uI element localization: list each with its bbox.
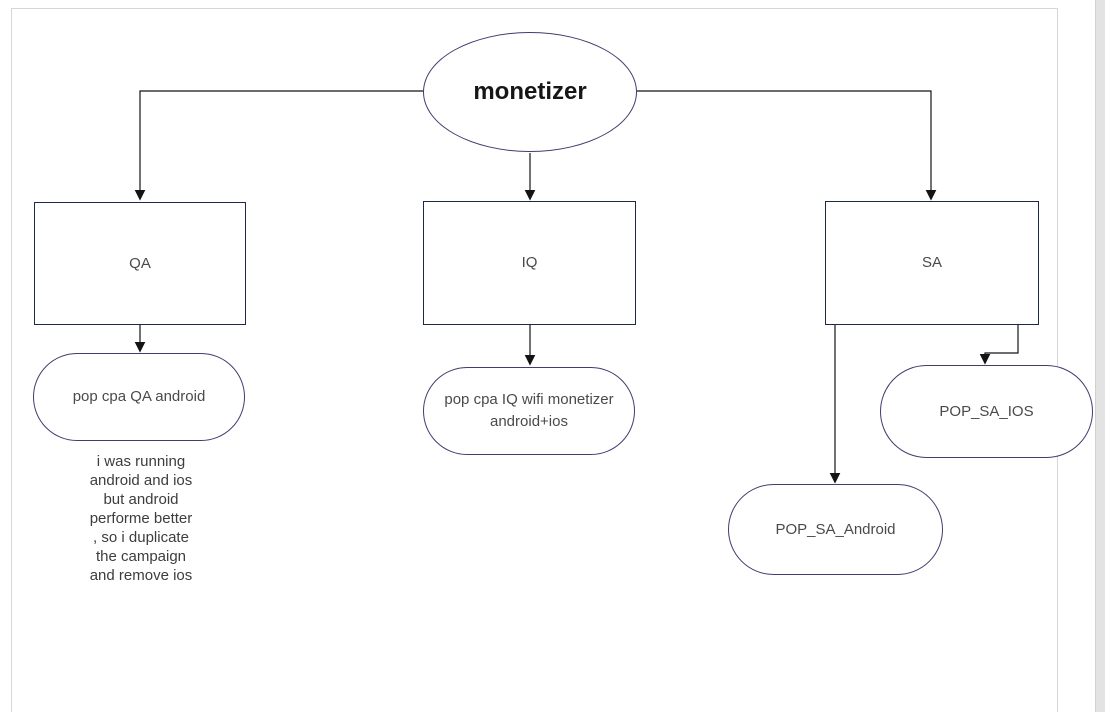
node-pop-cpa-qa-android[interactable]: pop cpa QA android [33,353,245,441]
edge-monetizer-sa [637,90,937,201]
node-pop-cpa-iq-wifi[interactable]: pop cpa IQ wifi monetizer android+ios [423,367,635,455]
node-pop-cpa-iq-wifi-label: pop cpa IQ wifi monetizer android+ios [444,391,614,430]
node-monetizer[interactable]: monetizer [423,32,637,152]
node-iq[interactable]: IQ [423,201,636,325]
annotation-text[interactable]: i was running android and ios but androi… [89,453,193,584]
edge-sa-popsaios [979,325,1019,365]
node-pop-sa-ios-label: POP_SA_IOS [939,402,1034,420]
node-sa-label: SA [921,254,942,271]
node-sa[interactable]: SA [825,201,1039,325]
node-pop-sa-android[interactable]: POP_SA_Android [728,484,943,575]
node-pop-cpa-qa-android-label: pop cpa QA android [72,388,206,405]
edge-monetizer-qa [134,90,423,201]
node-iq-label: IQ [521,254,538,271]
node-qa-label: QA [129,254,151,272]
node-pop-sa-android-label: POP_SA_Android [775,520,896,538]
vertical-scrollbar[interactable] [1095,0,1105,712]
node-monetizer-label: monetizer [473,78,587,105]
node-qa[interactable]: QA [34,202,246,325]
node-pop-sa-ios[interactable]: POP_SA_IOS [880,365,1093,458]
